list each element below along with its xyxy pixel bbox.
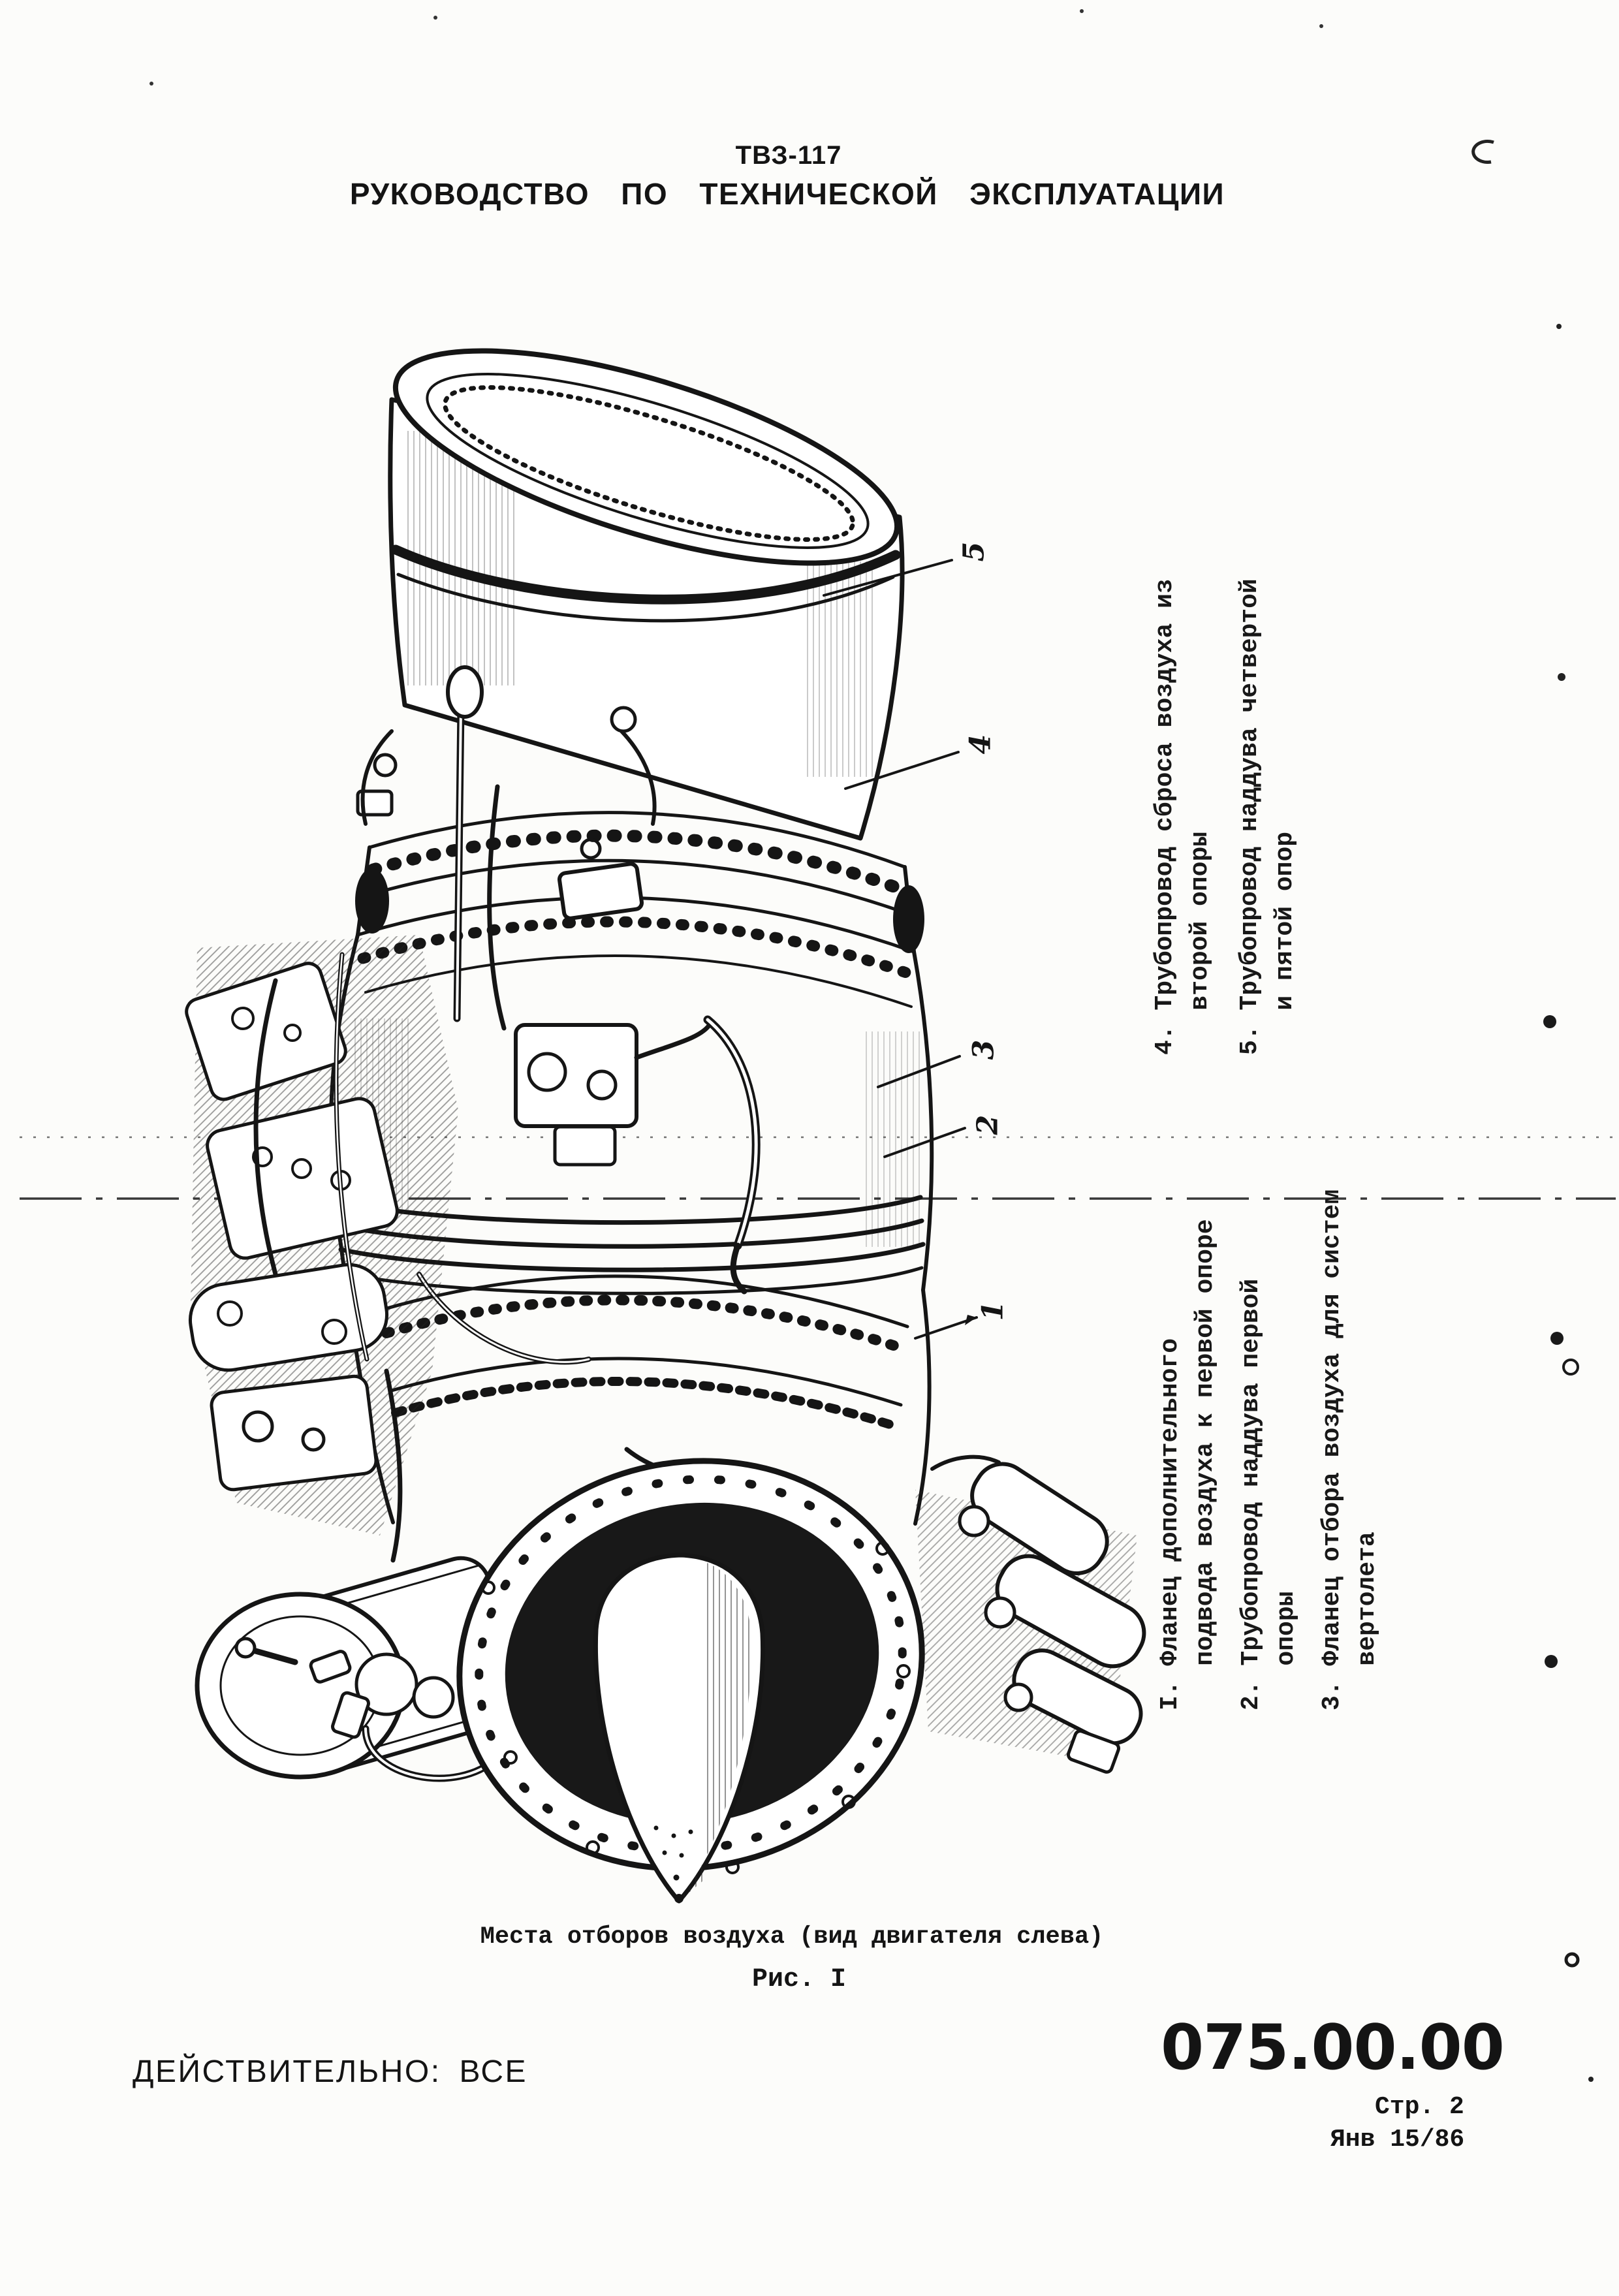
legend-item-5: 5. Трубопровод наддува четвертой и пятой… (1236, 578, 1299, 1055)
page-number: Стр. 2 (1375, 2093, 1464, 2121)
legend-item-4: 4. Трубопровод сброса воздуха из второй … (1151, 578, 1214, 1055)
callout-4: 4 (964, 734, 998, 755)
figure-caption: Места отборов воздуха (вид двигателя сле… (480, 1923, 1104, 1951)
legend-item-3: 3. Фланец отбора воздуха для систем верт… (1318, 1189, 1381, 1710)
legend-item-2: 2. Трубопровод наддува первой опоры (1237, 1278, 1300, 1710)
manual-title: РУКОВОДСТВО ПО ТЕХНИЧЕСКОЙ ЭКСПЛУАТАЦИИ (349, 177, 1225, 211)
figure-legend-upper: 4. Трубопровод сброса воздуха из второй … (1148, 533, 1311, 1055)
section-code: 075.00.00 (1161, 2012, 1505, 2084)
callout-5: 5 (957, 541, 991, 562)
figure-legend-lower: I. Фланец дополнительного подвода воздух… (1153, 1142, 1394, 1710)
callout-3: 3 (967, 1039, 1001, 1060)
legend-item-1: I. Фланец дополнительного подвода воздух… (1156, 1219, 1219, 1710)
callout-2: 2 (971, 1114, 1005, 1135)
engine-model-title: ТВЗ-117 (735, 141, 842, 170)
revision-date: Янв 15/86 (1330, 2126, 1465, 2154)
validity-statement: ДЕЙСТВИТЕЛЬНО: ВСЕ (133, 2054, 528, 2089)
callout-1: 1 (976, 1300, 1010, 1321)
figure-number: Рис. I (751, 1965, 847, 1994)
